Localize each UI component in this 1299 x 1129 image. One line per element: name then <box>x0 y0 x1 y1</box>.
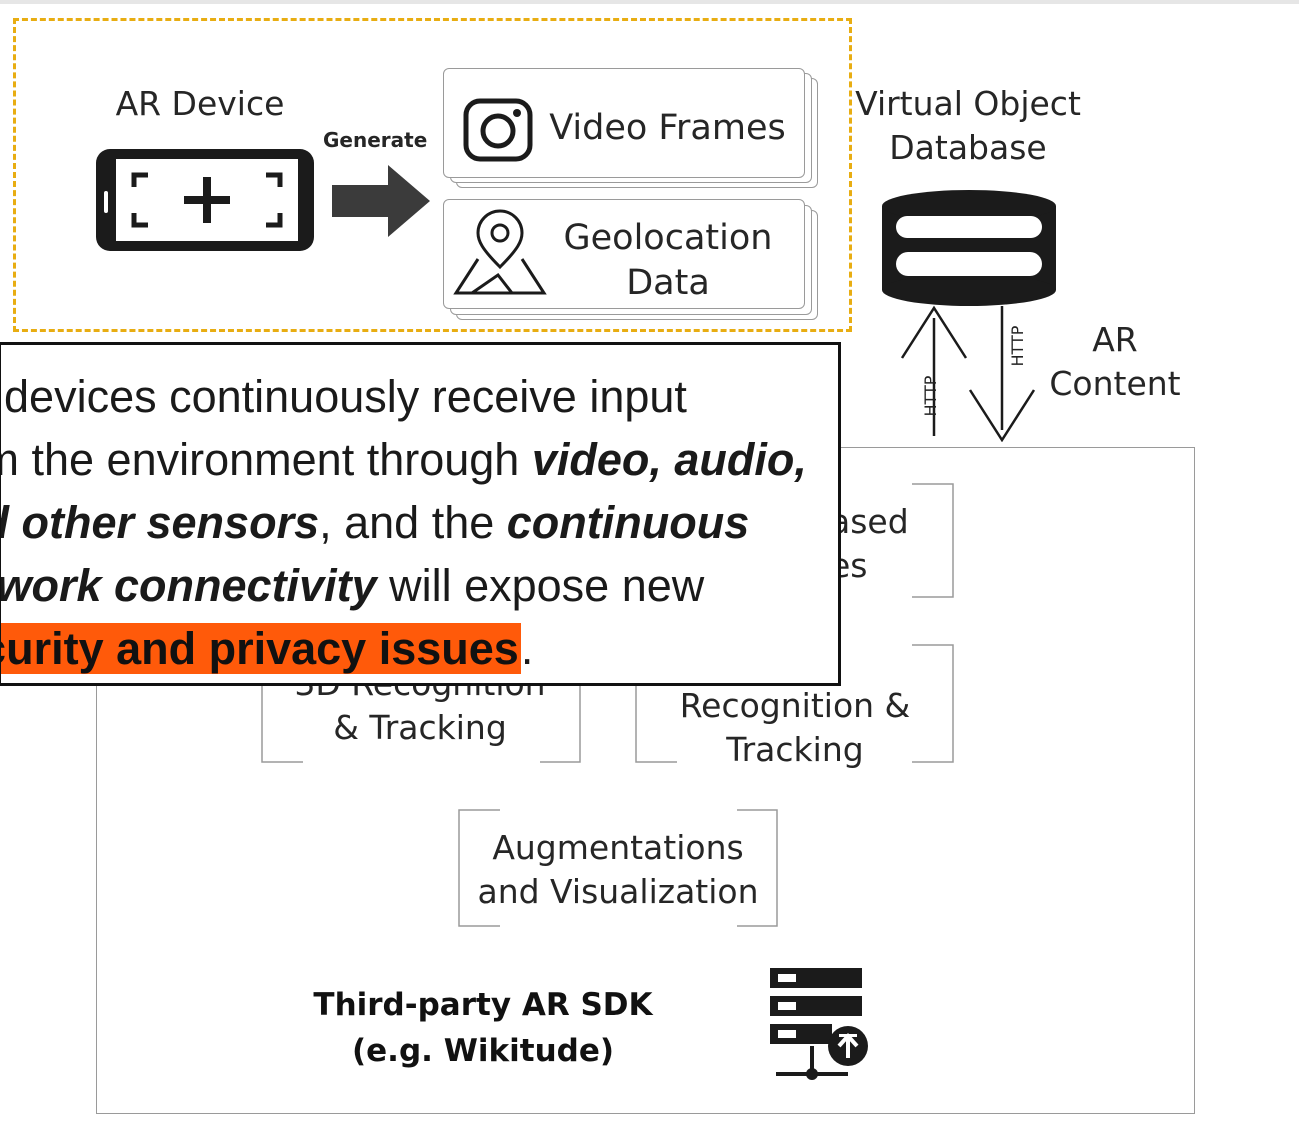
database-label-line1: Virtual Object <box>855 84 1081 123</box>
module-3d-line2: & Tracking <box>333 708 507 747</box>
geolocation-label: Geolocation Data <box>548 216 788 306</box>
module-location-line1: ased <box>830 502 909 541</box>
geolocation-label-line2: Data <box>626 263 710 303</box>
callout-segment: . <box>520 623 534 674</box>
callout-segment: AR devices continuously receive input <box>0 371 687 422</box>
database-icon <box>882 190 1056 306</box>
sdk-title: Third-party AR SDK (e.g. Wikitude) <box>288 982 678 1074</box>
callout-segment: security and privacy issues <box>1 623 521 674</box>
ar-content-label: AR Content <box>1040 318 1190 406</box>
callout-line-2: from the environment through video, audi… <box>1 428 838 491</box>
callout-segment: , and the <box>319 497 507 548</box>
top-border-line <box>0 0 1299 4</box>
module-location-based: ased es <box>830 500 940 588</box>
ar-content-line2: Content <box>1049 364 1181 403</box>
camera-icon <box>463 98 533 162</box>
generate-arrow <box>332 165 430 237</box>
callout-text: AR devices continuously receive input fro… <box>0 365 838 680</box>
geolocation-label-line1: Geolocation <box>563 218 773 258</box>
module-aug-line2: and Visualization <box>477 872 759 911</box>
module-aug-line1: Augmentations <box>492 828 744 867</box>
callout-line-1: AR devices continuously receive input <box>0 365 838 428</box>
module-image-line3: Tracking <box>726 730 864 769</box>
device-data-highlight-box <box>13 18 852 332</box>
sdk-subtitle: (e.g. Wikitude) <box>351 1033 615 1069</box>
http-arrows <box>900 305 1036 442</box>
database-label: Virtual Object Database <box>843 82 1093 170</box>
module-augmentations: Augmentations and Visualization <box>462 826 774 914</box>
map-pin-icon <box>453 209 547 295</box>
video-frames-label: Video Frames <box>549 108 786 148</box>
sdk-title-line1: Third-party AR SDK <box>313 987 653 1023</box>
module-image-line2: Recognition & <box>679 686 911 725</box>
geolocation-card <box>443 199 805 309</box>
callout-segment: video, audio, <box>531 434 807 485</box>
server-upload-icon <box>770 968 868 1080</box>
callout-line-5: security and privacy issues. <box>1 617 838 680</box>
ar-device-label: AR Device <box>115 84 285 123</box>
generate-label: Generate <box>323 128 428 152</box>
callout-segment: continuous <box>506 497 750 548</box>
database-label-line2: Database <box>889 128 1047 167</box>
callout-segment: network connectivity <box>0 560 377 611</box>
callout-segment: from the environment through <box>1 434 520 485</box>
callout-segment: and other sensors <box>1 497 320 548</box>
callout-segment: will expose new <box>376 560 705 611</box>
callout-box: AR devices continuously receive input fro… <box>0 342 841 686</box>
callout-line-3: and other sensors, and the continuous <box>1 491 838 554</box>
ar-device-icon <box>96 149 314 251</box>
callout-line-4: network connectivity will expose new <box>0 554 838 617</box>
ar-content-line1: AR <box>1092 320 1138 359</box>
module-location-line2: es <box>830 546 868 585</box>
